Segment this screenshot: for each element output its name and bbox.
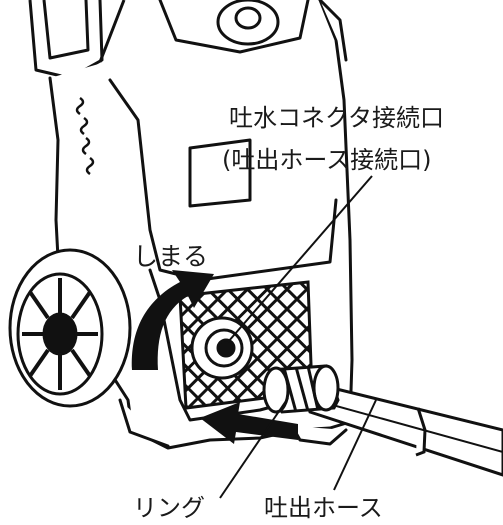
connector-port-label: 吐水コネクタ接続口 [229,104,445,132]
ring-label: リング [133,494,205,522]
leader-hose [333,399,377,491]
rotate-arrow [131,270,214,370]
close-direction-label: しまる [133,242,209,271]
push-arrow [200,402,298,444]
top-knob [216,0,280,46]
leader-ring [219,397,289,499]
leader-connector [227,175,373,343]
discharge-hose-port-label: (吐出ホース接続口) [222,146,432,174]
outlet-connector [190,316,254,380]
hose-ring [262,364,340,414]
wheel [8,248,132,408]
leader-lines [219,175,377,499]
discharge-hose-label: 吐出ホース [264,494,383,522]
grip-ridges [75,96,95,176]
